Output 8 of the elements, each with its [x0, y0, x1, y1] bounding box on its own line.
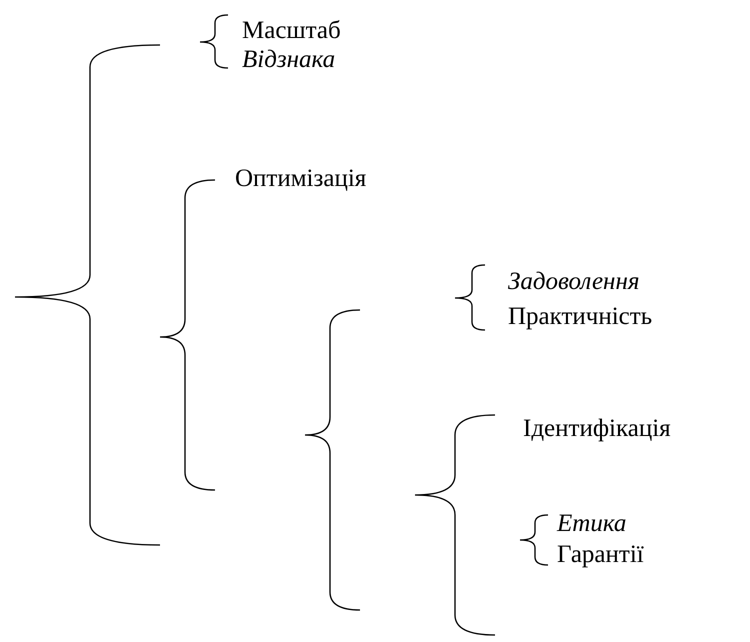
term-label: Практичність [508, 303, 652, 330]
term-label: Відзнака [242, 46, 336, 74]
term-label: Оптимізація [235, 165, 366, 192]
term-label: Задоволення [508, 268, 640, 296]
term-label: Ідентифікація [523, 415, 671, 442]
term-label: Масштаб [242, 17, 341, 44]
term-label: Гарантії [557, 541, 644, 568]
term-label: Етика [557, 510, 626, 538]
